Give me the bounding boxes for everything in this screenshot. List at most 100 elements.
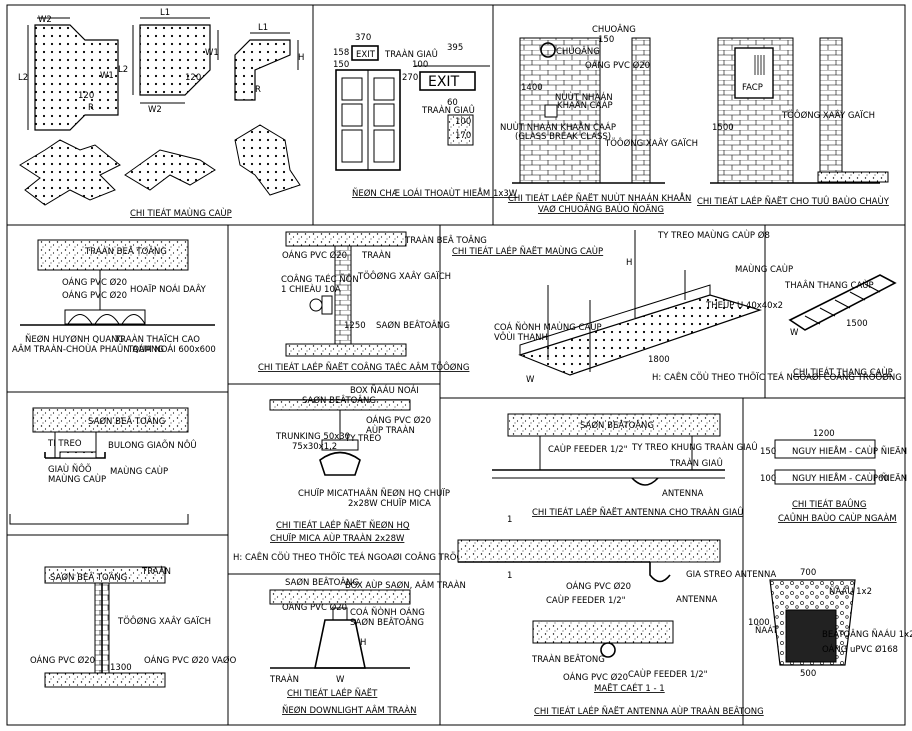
sign-text-1: NGUY HIEÅM - CAÙP ÑIEÄN bbox=[792, 445, 907, 457]
panel3-title: CHI TIEÁT LAÉP ÑAËT NUÙT NHAÁN KHAÅN bbox=[508, 192, 691, 204]
lbl-pvc-15b: OÁNG PVC Ø20 bbox=[563, 671, 628, 683]
lbl-fix-tray: COÁ ÑÒNH MAÙNG CAÙP bbox=[494, 321, 602, 333]
exit-sign-side bbox=[419, 71, 476, 91]
lbl-concrete-16: BEÂTOÂNG ÑAÁU 1x2 bbox=[822, 628, 912, 640]
lbl-slab-14: SAØN BEÂTOÂNG bbox=[285, 576, 359, 588]
lbl-support: GIAÙ ÑÔÕ bbox=[48, 463, 92, 475]
panel3-title-2: VAØ CHUOÂNG BAÙO ÑOÄNG bbox=[538, 203, 664, 215]
lbl-switch-spec: 1 CHIEÀU 10A bbox=[281, 283, 341, 295]
lbl-ladder-body: THAÂN THANG CAÙP bbox=[784, 279, 874, 291]
lbl-w-ladder: W bbox=[790, 328, 799, 338]
lbl-ceiling-14: TRAÀN bbox=[269, 673, 299, 685]
lbl-mica: CHUÏP MICA bbox=[298, 488, 349, 499]
dim-w1: W1 bbox=[100, 71, 114, 81]
lbl-slab-14b: SAØN BEÂTOÂNG bbox=[350, 616, 424, 628]
dim-170: 170 bbox=[455, 131, 471, 141]
panel15-subtitle: MAËT CAÉT 1 - 1 bbox=[594, 682, 665, 694]
dim-150-sign: 150 bbox=[760, 447, 776, 457]
lbl-emergency: KHAÅN CAÁP bbox=[557, 99, 613, 111]
lbl-pvc-2: OÁNG PVC Ø20 bbox=[62, 289, 127, 301]
lbl-slab-11: SAØN BEÂTOÂNG bbox=[580, 419, 654, 431]
lbl-hq-spec: 2x28W CHUÏP MICA bbox=[348, 498, 431, 509]
tray-vertical-elbow bbox=[234, 39, 291, 101]
dim-100-sign: 100 bbox=[760, 474, 776, 484]
panel-antenna-false-ceiling: SAØN BEÂTOÂNG CAÙP FEEDER 1/2" TY TREO K… bbox=[492, 413, 758, 518]
trunking bbox=[321, 439, 359, 451]
lbl-box: BOX ÑAÁU NOÁI bbox=[350, 384, 419, 396]
dim-1250: 1250 bbox=[344, 321, 366, 331]
antenna-icon-2 bbox=[649, 562, 671, 583]
dim-395: 395 bbox=[447, 43, 463, 53]
lbl-emergency-button: NUÙT NHAÁN KHAÅN CAÁP bbox=[500, 121, 616, 133]
panel10-note: H: CAÊN CÖÙ THEO THÖÏC TEÁ NGOAØI COÂNG … bbox=[233, 551, 483, 563]
lbl-w: W bbox=[526, 375, 535, 385]
exit-text-2: EXIT bbox=[428, 74, 460, 90]
lbl-junction-box: HOAÏP NOÁI DAÂY bbox=[130, 283, 207, 295]
dim-150: 150 bbox=[333, 60, 349, 70]
dim-700: 700 bbox=[800, 568, 816, 578]
dim-l2b: L2 bbox=[118, 65, 128, 75]
dim-500: 500 bbox=[800, 669, 816, 679]
lbl-antenna-bracket: GIA STREO ANTENNA bbox=[686, 570, 776, 580]
lbl-tile: TAÁM NOÁI 600x600 bbox=[127, 343, 216, 355]
panel-exit-light: EXIT EXIT 370 158 150 TRAÀN GIAÛ 395 100… bbox=[333, 33, 518, 199]
lbl-tray-9b: MAÙNG CAÙP bbox=[48, 473, 106, 485]
panel-borders bbox=[6, 4, 906, 726]
switch-icon bbox=[309, 298, 323, 312]
dim-h: H bbox=[298, 53, 304, 63]
concrete-slab-9 bbox=[32, 407, 189, 433]
lbl-slab-13: SAØN BEÂ TOÂNG bbox=[50, 571, 127, 583]
concrete-slab-5 bbox=[37, 239, 189, 271]
lbl-reflector: AÂM TRAÀN-CHOÙA PHAÛN QUANG bbox=[12, 343, 164, 355]
lbl-bolt: BULONG GIAÕN NÔÛ bbox=[108, 439, 197, 451]
exit-sign-front bbox=[351, 45, 379, 61]
tray-tee-3d bbox=[124, 149, 216, 191]
lbl-h: H bbox=[626, 258, 632, 268]
dim-158: 158 bbox=[333, 48, 349, 58]
lbl-slab-6: SAØN BEÂTOÂNG bbox=[376, 319, 450, 331]
panel-cable-ladder: THAÂN THANG CAÙP W 1500 CHI TIEÁT THANG … bbox=[784, 274, 897, 378]
cable-ladder bbox=[788, 274, 897, 331]
panel10-title-2: CHUÏP MICA AÙP TRAÀN 2x28W bbox=[270, 532, 405, 544]
lbl-hanger-ceiling: TY TREO KHUNG TRAÀN GIAÛ bbox=[631, 441, 758, 453]
panel-downlight: SAØN BEÂTOÂNG BOX AÙP SAØN, AÂM TRAÀN OÁ… bbox=[269, 576, 466, 716]
break-glass-button bbox=[544, 104, 558, 118]
panel14-title-2: ÑEØN DOWNLIGHT AÂM TRAÀN bbox=[282, 704, 416, 716]
panel8-title: CHI TIEÁT THANG CAÙP bbox=[793, 366, 893, 378]
antenna-icon bbox=[631, 477, 659, 486]
dim-l2: L2 bbox=[18, 73, 28, 83]
lbl-ceiling-13: TRAÀN bbox=[141, 565, 171, 577]
dim-1200: 1200 bbox=[813, 429, 835, 439]
bell-icon bbox=[540, 42, 556, 58]
lbl-hq-lamp: THAÂN ÑEØN HQ CHUÏP bbox=[347, 487, 450, 499]
lbl-pvc-10: OÁNG PVC Ø20 bbox=[366, 414, 431, 426]
panel-cable-tray-fittings: W2 L2 W1 L1 R 120 W2 W1 L2 L1 H R 120 CH… bbox=[18, 8, 304, 219]
lbl-false-ceiling: TRAÀN GIAÛ bbox=[384, 48, 438, 60]
panel1-title: CHI TIEÁT MAÙNG CAÙP bbox=[130, 207, 232, 219]
dim-1000: 1000 bbox=[748, 618, 770, 628]
lbl-fix-pipe: COÁ ÑÒNH OÁNG bbox=[350, 606, 425, 618]
exit-text-1: EXIT bbox=[356, 50, 376, 60]
facp-cabinet bbox=[734, 47, 774, 99]
panel15-title: CHI TIEÁT LAÉP ÑAËT ANTENNA AÙP TRAÀN BE… bbox=[534, 705, 764, 717]
panel-facp: FACP TÖÔØNG XAÂY GAÏCH 1500 CHI TIEÁT LA… bbox=[697, 37, 890, 207]
cable-tray-iso bbox=[518, 294, 762, 376]
lbl-concrete-ceiling: TRAÀN BEÂ TOÂNG bbox=[84, 245, 167, 257]
lbl-pvc-15: OÁNG PVC Ø20 bbox=[566, 580, 631, 592]
dim-w-14: W bbox=[336, 675, 345, 685]
brick-wall-side bbox=[631, 37, 651, 184]
dim-l1: L1 bbox=[160, 8, 170, 18]
dim-120b: 120 bbox=[185, 73, 201, 83]
lbl-ceiling-6: TRAÀN bbox=[361, 249, 391, 261]
tray-cross-3d bbox=[19, 139, 121, 206]
dim-60-sign: 60 bbox=[878, 474, 889, 484]
panel7-title: CHI TIEÁT LAÉP ÑAËT MAÙNG CAÙP bbox=[452, 245, 603, 257]
lbl-brick-13: TÖÔØNG XAÂY GAÏCH bbox=[117, 615, 211, 627]
panel-cable-tray-install: CHI TIEÁT LAÉP ÑAËT MAÙNG CAÙP TY TREO M… bbox=[452, 229, 902, 385]
panel-recessed-fluorescent: TRAÀN BEÂ TOÂNG OÁNG PVC Ø20 OÁNG PVC Ø2… bbox=[12, 239, 216, 355]
section-mark-2: 1 bbox=[507, 571, 512, 581]
lbl-stone: ÑAÁU 1x2 bbox=[829, 585, 872, 597]
dim-1300: 1300 bbox=[110, 663, 132, 673]
lbl-concrete-6: TRAÀN BEÂ TOÂNG bbox=[404, 234, 487, 246]
lbl-pvc-13: OÁNG PVC Ø20 bbox=[30, 654, 95, 666]
